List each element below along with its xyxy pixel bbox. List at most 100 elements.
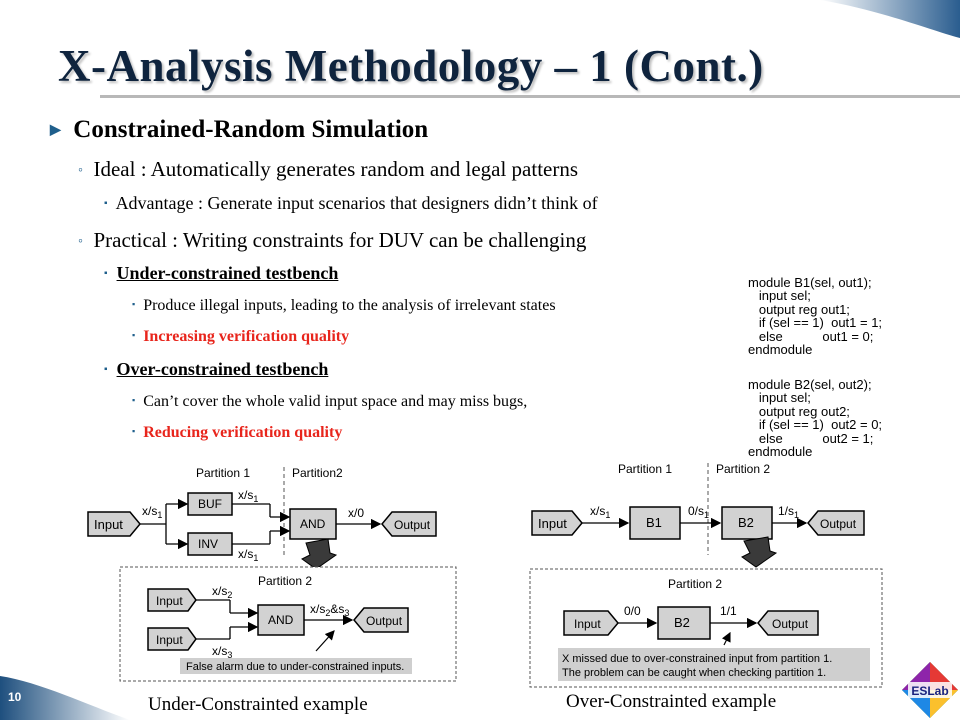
- zoom-output-shape: [353, 607, 409, 633]
- input-text: Input: [538, 516, 567, 531]
- label-00: 0/0: [624, 604, 641, 618]
- label-xs1-inv: x/s1: [238, 547, 258, 563]
- bullet-under-1-text: Produce illegal inputs, leading to the a…: [143, 297, 556, 314]
- dot-bullet-icon: ▪: [104, 198, 108, 209]
- code-line: module B2(sel, out2);: [748, 376, 872, 392]
- bullet-practical-text: Practical : Writing constraints for DUV …: [93, 228, 587, 252]
- bullet-l3-advantage: ▪ Advantage : Generate input scenarios t…: [104, 193, 598, 214]
- zoom-partition2-label: Partition 2: [668, 577, 722, 591]
- bullet-l4-under-1: ▪ Produce illegal inputs, leading to the…: [132, 297, 556, 315]
- note-box: [180, 658, 412, 674]
- zoom-b2-box: [657, 606, 711, 640]
- note-text: False alarm due to under-constrained inp…: [186, 661, 404, 673]
- bullet-l2-practical: ◦ Practical : Writing constraints for DU…: [78, 228, 586, 253]
- zoom-arrow-icon: [301, 538, 338, 570]
- logo-text: ESLab: [911, 684, 948, 698]
- dot-bullet-icon: ▪: [132, 426, 136, 436]
- bullet-crs-text: Constrained-Random Simulation: [73, 116, 429, 143]
- code-line: else out2 = 1;: [748, 430, 874, 446]
- buf-text: BUF: [198, 497, 222, 511]
- bullet-under-text: Under-constrained testbench: [116, 263, 339, 283]
- title-divider: [100, 95, 960, 98]
- bullet-under-2-text: Increasing verification quality: [143, 328, 350, 345]
- code-line: input sel;: [748, 288, 811, 303]
- dot-bullet-icon: ▪: [104, 364, 108, 375]
- zoom-and-box: [257, 604, 305, 636]
- code-line: output reg out1;: [748, 301, 850, 317]
- label-xs2: x/s2: [212, 584, 232, 600]
- bullet-l4-over-2: ▪ Reducing verification quality: [132, 424, 342, 442]
- bullet-l3-under: ▪ Under-constrained testbench: [104, 263, 338, 284]
- output-text: Output: [820, 517, 857, 531]
- code-block-b1: module B1(sel, out1); input sel; output …: [748, 262, 882, 370]
- and-box: [289, 508, 337, 540]
- zoom-input1-text: Input: [156, 594, 183, 608]
- input-shape: [531, 510, 583, 536]
- pointer-line: [721, 631, 731, 646]
- circle-bullet-icon: ◦: [78, 163, 83, 178]
- bullet-over-2-text: Reducing verification quality: [143, 424, 343, 441]
- under-constrained-diagram: Partition 1 Partition2 Input x/s1 BUF IN…: [87, 466, 457, 682]
- zoom-input2-shape: [147, 627, 197, 651]
- note-box: [558, 648, 870, 681]
- label-0s1: 0/s1: [688, 504, 709, 520]
- eslab-logo: ESLab: [902, 662, 958, 718]
- code-line: endmodule: [748, 342, 813, 357]
- partition2-label: Partition 2: [716, 462, 770, 476]
- top-right-decoration: [820, 0, 960, 38]
- code-line: output reg out2;: [748, 403, 850, 419]
- zoom-output-shape: [757, 610, 819, 636]
- code-line: else out1 = 0;: [748, 328, 874, 344]
- note-line2: The problem can be caught when checking …: [562, 667, 826, 679]
- triangle-bullet-icon: ▶: [50, 123, 61, 138]
- zoom-output-text: Output: [366, 614, 403, 628]
- zoom-b2-text: B2: [674, 615, 690, 630]
- zoom-input-text: Input: [574, 617, 601, 631]
- partition2-label: Partition2: [292, 466, 343, 480]
- bullet-l2-ideal: ◦ Ideal : Automatically generates random…: [78, 157, 578, 182]
- code-line: if (sel == 1) out2 = 0;: [748, 417, 883, 432]
- dot-bullet-icon: ▪: [132, 395, 136, 405]
- code-line: if (sel == 1) out1 = 1;: [748, 315, 883, 330]
- label-x0: x/0: [348, 506, 364, 520]
- page-number: 10: [8, 690, 22, 704]
- input-shape: [87, 511, 141, 537]
- output-shape: [807, 510, 865, 536]
- zoom-input2-text: Input: [156, 633, 183, 647]
- dot-bullet-icon: ▪: [132, 330, 136, 340]
- bullet-l1: ▶ Constrained-Random Simulation: [50, 116, 428, 144]
- bullet-over-1-text: Can’t cover the whole valid input space …: [143, 393, 528, 410]
- output-shape: [381, 511, 437, 537]
- bottom-left-decoration: [0, 676, 130, 720]
- b2-box: [721, 506, 773, 540]
- zoom-input1-shape: [147, 588, 197, 612]
- label-xs3: x/s3: [212, 644, 232, 660]
- left-caption: Under-Constrainted example: [148, 694, 368, 715]
- output-text: Output: [394, 518, 431, 532]
- label-xs1-in: x/s1: [142, 504, 162, 520]
- code-line: input sel;: [748, 390, 811, 405]
- b1-text: B1: [646, 515, 662, 530]
- right-caption: Over-Constrainted example: [566, 691, 777, 712]
- b1-box: [629, 506, 681, 540]
- over-constrained-diagram: Partition 1 Partition 2 Input x/s1 B1 0/…: [529, 462, 883, 688]
- label-1s1: 1/s1: [778, 504, 799, 520]
- bullet-ideal-text: Ideal : Automatically generates random a…: [93, 157, 579, 181]
- dot-bullet-icon: ▪: [104, 268, 108, 279]
- bullet-l3-over: ▪ Over-constrained testbench: [104, 359, 328, 380]
- and-text: AND: [300, 517, 326, 531]
- zoom-output-text: Output: [772, 617, 809, 631]
- dot-bullet-icon: ▪: [132, 299, 136, 309]
- label-11: 1/1: [720, 604, 737, 618]
- partition1-label: Partition 1: [196, 466, 250, 480]
- bullet-advantage-text: Advantage : Generate input scenarios tha…: [115, 193, 598, 213]
- label-xs1-buf: x/s1: [238, 488, 258, 504]
- code-block-b2: module B2(sel, out2); input sel; output …: [748, 364, 882, 472]
- code-line: module B1(sel, out1);: [748, 274, 872, 290]
- pointer-line: [315, 630, 335, 652]
- partition1-label: Partition 1: [618, 462, 672, 476]
- zoom-and-text: AND: [268, 613, 294, 627]
- b2-text: B2: [738, 515, 754, 530]
- code-line: endmodule: [748, 444, 813, 459]
- zoom-input-shape: [563, 610, 619, 636]
